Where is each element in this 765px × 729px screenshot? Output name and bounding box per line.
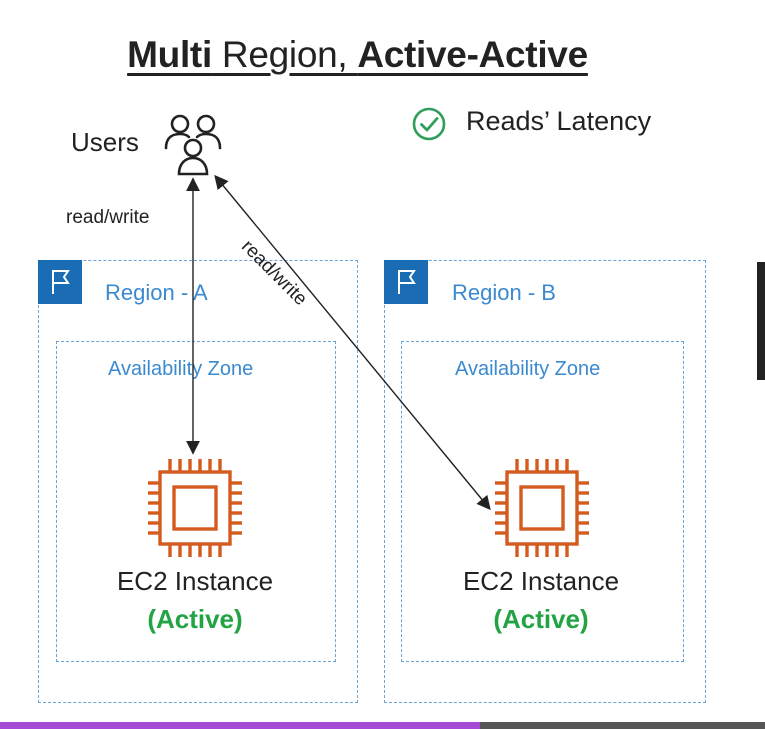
region-b-status: (Active) (493, 604, 589, 634)
side-edge-mark (757, 262, 765, 380)
reads-latency-label: Reads’ Latency (466, 106, 652, 136)
region-b-ec2-chip-icon (495, 459, 589, 557)
check-circle-icon (412, 107, 446, 141)
region-b-ec2-label: EC2 Instance (462, 566, 620, 596)
vertical-arrow-label: read/write (66, 207, 150, 228)
region-a-flag-icon (38, 260, 82, 304)
region-a-ec2-label: EC2 Instance (116, 566, 274, 596)
bottom-bar-track (480, 722, 765, 729)
title-part-active: Active-Active (357, 34, 588, 75)
title-part-multi: Multi (127, 34, 212, 75)
title-part-region: Region, (211, 34, 358, 75)
bottom-progress-bar (0, 722, 480, 729)
region-a-status: (Active) (147, 604, 243, 634)
users-label: Users (71, 127, 139, 157)
users-icon (164, 114, 222, 176)
page-title: Multi Region, Active-Active (0, 34, 715, 76)
diagonal-read-write-arrow (214, 174, 491, 511)
region-b-az-label: Availability Zone (455, 358, 601, 380)
